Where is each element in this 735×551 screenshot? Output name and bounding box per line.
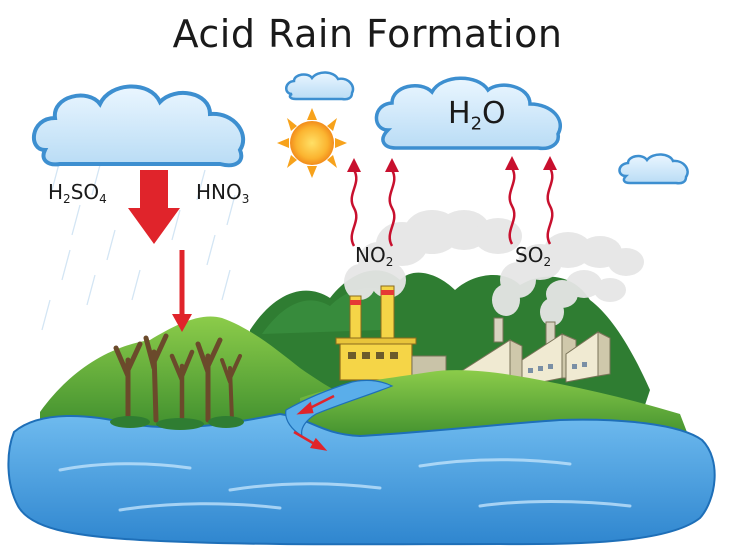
dead-trees [113, 333, 242, 423]
small-cloud-top [285, 71, 355, 101]
label-hno3: HNO3 [196, 180, 250, 207]
arrow-head [505, 156, 519, 170]
acid-rain-arrow [128, 170, 180, 244]
water-vapor-cloud [374, 76, 562, 151]
small-cloud-right [618, 153, 689, 185]
label-h2so4: H2SO4 [48, 180, 107, 207]
rain-streaks [41, 159, 236, 331]
arrow-head [543, 156, 557, 170]
label-so2: SO2 [515, 243, 552, 270]
lake [7, 379, 716, 546]
label-h2o: H2O [448, 96, 506, 135]
sun-icon [277, 108, 347, 178]
emission-arrows-so2 [508, 167, 554, 245]
label-no2: NO2 [355, 243, 394, 270]
rain-down-arrow [172, 250, 192, 332]
river-flow-arrows [293, 394, 335, 451]
acid-cloud [31, 84, 246, 168]
factory-smoke [344, 210, 644, 326]
arrow-head [347, 158, 361, 172]
grass-clumps [110, 416, 244, 430]
page-title: Acid Rain Formation [172, 12, 563, 56]
emission-arrows-no2 [350, 169, 396, 247]
arrow-head [385, 158, 399, 172]
